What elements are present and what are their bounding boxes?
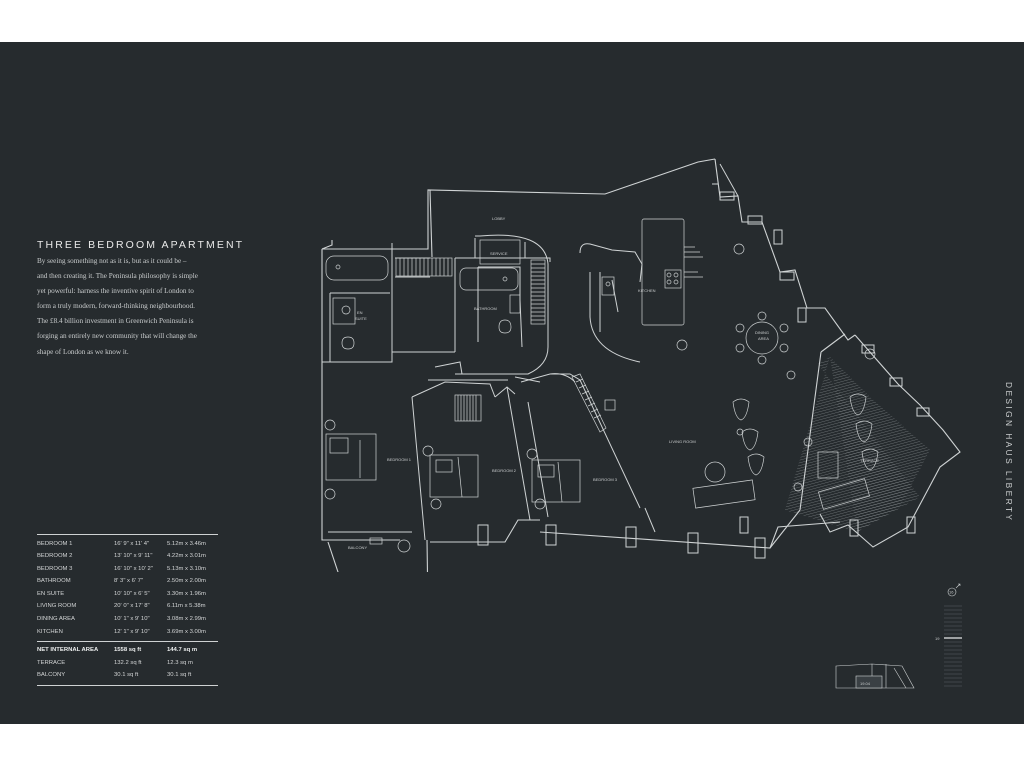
terrace-label: TERRACE	[860, 458, 879, 463]
page-title: THREE BEDROOM APARTMENT	[37, 239, 245, 251]
facade-windows	[477, 163, 930, 559]
fixtures	[324, 218, 879, 553]
intro-line: The £8.4 billion investment in Greenwich…	[37, 317, 194, 326]
bedroom-3-label: BEDROOM 3	[593, 477, 618, 482]
intro-line: shape of London as we know it.	[37, 347, 129, 356]
table-rule	[37, 640, 218, 642]
intro-line: form a truly modern, forward-thinking ne…	[37, 302, 195, 311]
living-room-label: LIVING ROOM	[669, 439, 696, 444]
interior-walls	[322, 234, 656, 541]
table-rule	[37, 684, 218, 686]
table-rule	[37, 534, 218, 535]
dining-area-label: AREA	[758, 336, 769, 341]
apartment-floor-plan: LOBBY SERVICE EN SUITE BATHROOM KITCHEN …	[321, 158, 961, 572]
intro-text: By seeing something not as it is, but as…	[37, 254, 225, 360]
bedroom-2-label: BEDROOM 2	[492, 468, 517, 473]
service-label: SERVICE	[490, 251, 508, 256]
intro-line: yet powerful: harness the inventive spir…	[37, 287, 194, 296]
bathroom-label: BATHROOM	[474, 306, 497, 311]
en-suite-label: EN	[357, 310, 363, 315]
kitchen-label: KITCHEN	[638, 288, 656, 293]
north-marker-label: 16	[949, 590, 954, 595]
lobby-label: LOBBY	[492, 216, 506, 221]
en-suite-label: SUITE	[355, 316, 367, 321]
intro-line: forging an entirely new community that w…	[37, 332, 197, 341]
key-plan: 19.04	[835, 663, 915, 689]
intro-line: and then creating it. The Peninsula phil…	[37, 272, 198, 281]
dining-area-label: DINING	[755, 330, 769, 335]
floor-level-indicator: 16 19	[935, 583, 962, 687]
terrace-area	[785, 357, 930, 532]
bedroom-1-label: BEDROOM 1	[387, 457, 412, 462]
current-floor-label: 19	[935, 636, 940, 641]
north-arrow-icon	[955, 583, 961, 589]
floor-ticks	[944, 605, 962, 687]
intro-line: By seeing something not as it is, but as…	[37, 257, 187, 265]
floor-plan-sheet: THREE BEDROOM APARTMENT By seeing someth…	[0, 42, 1024, 724]
brand-wordmark: DESIGN HAUS LIBERTY	[1004, 382, 1014, 523]
unit-number: 19.04	[860, 681, 871, 686]
balcony-label: BALCONY	[348, 545, 367, 550]
room-labels: LOBBY SERVICE EN SUITE BATHROOM KITCHEN …	[348, 216, 879, 550]
